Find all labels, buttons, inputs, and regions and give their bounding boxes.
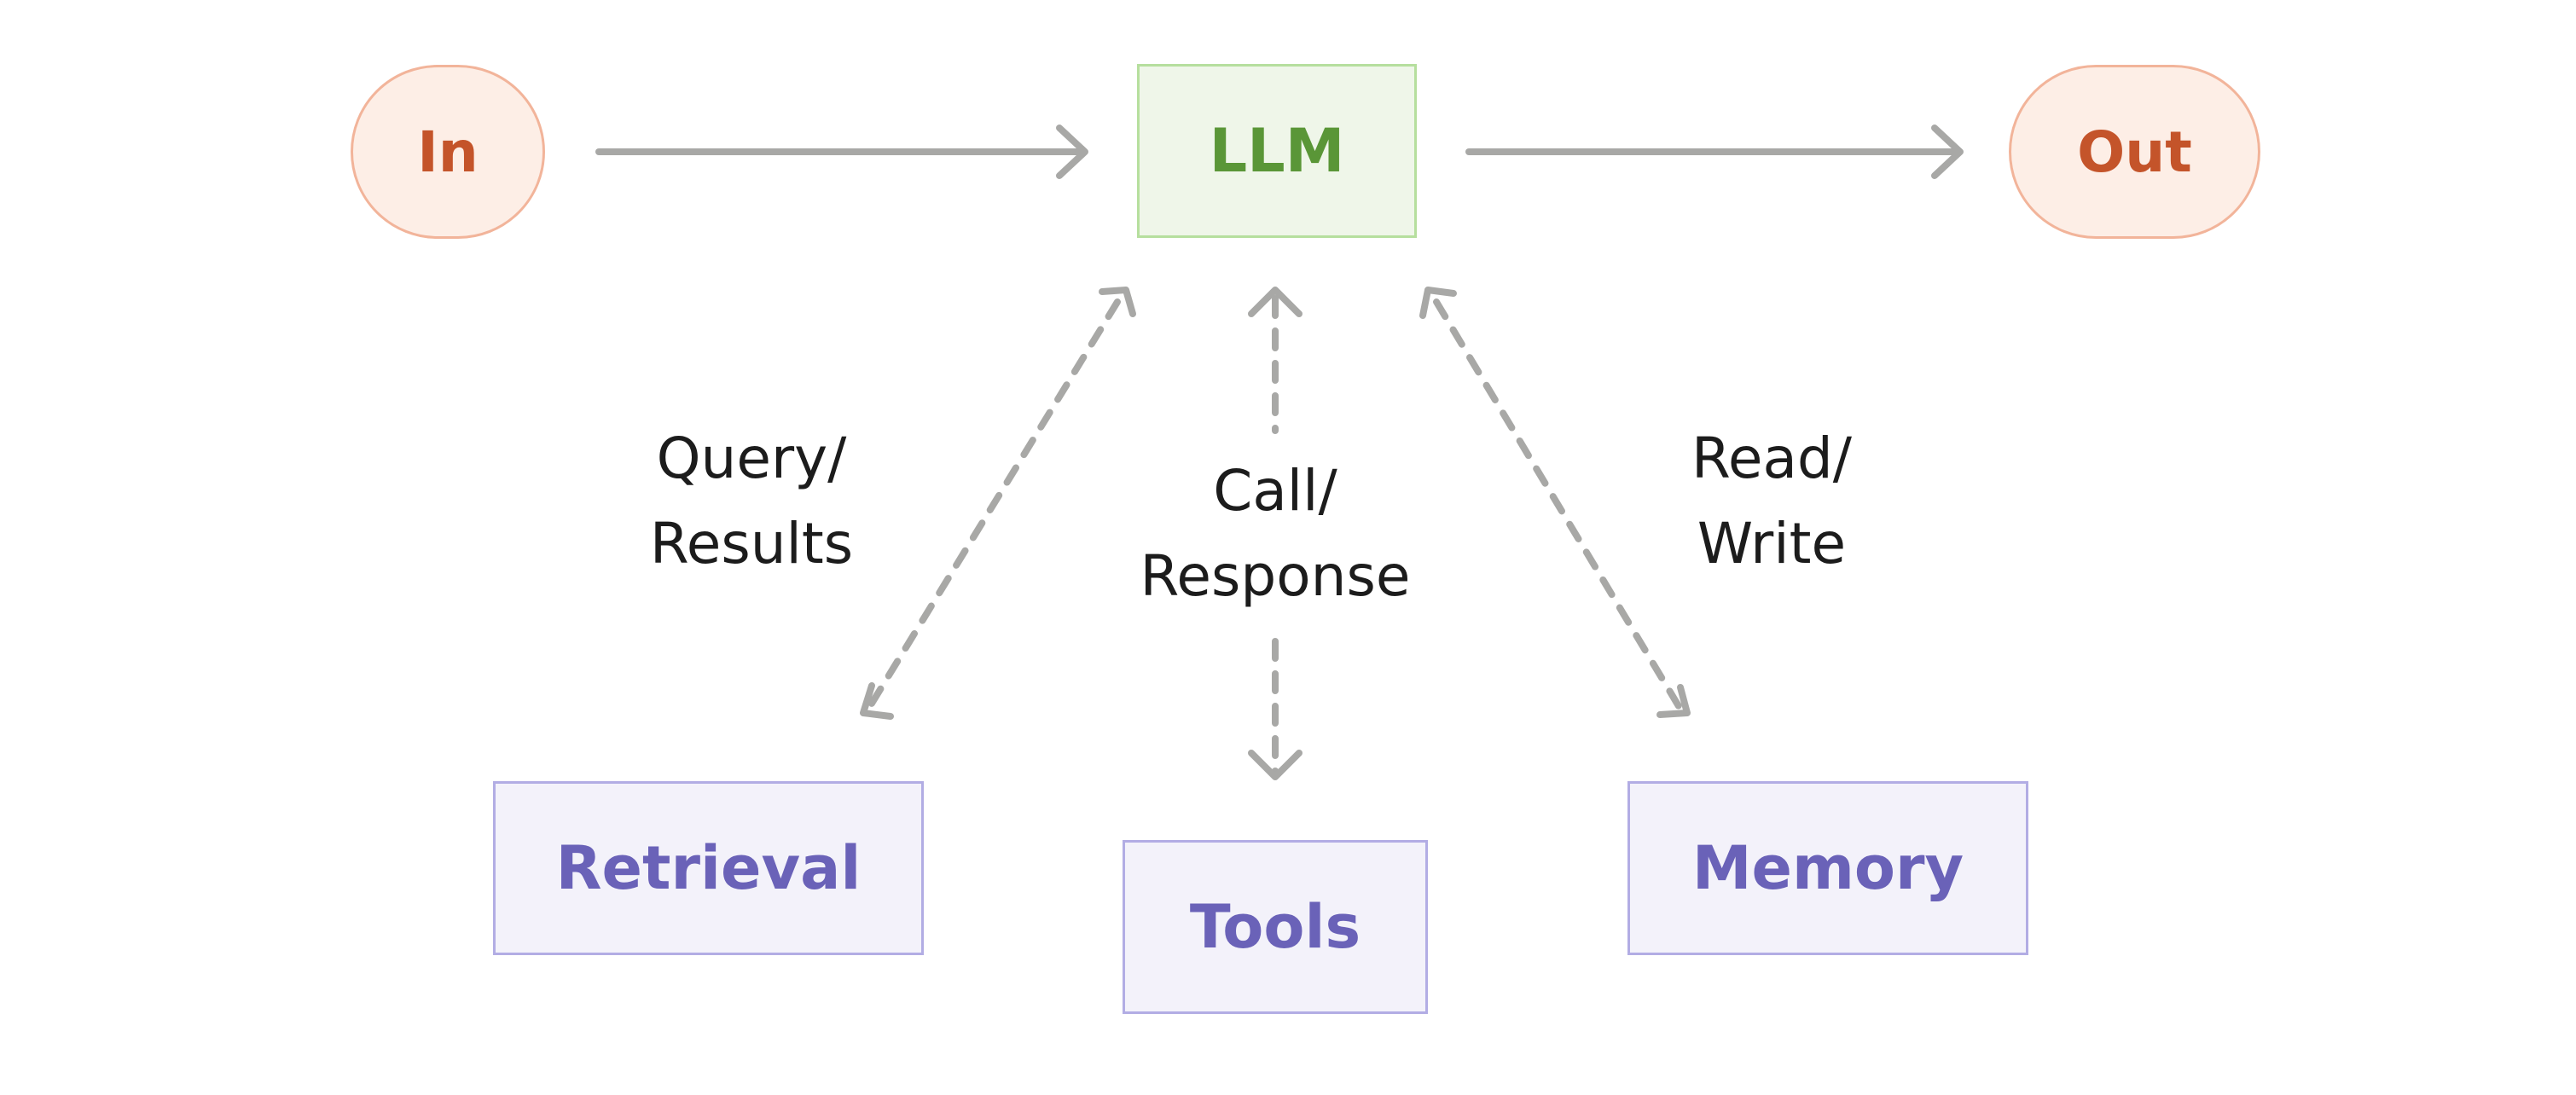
llm-node: LLM — [1137, 64, 1417, 238]
input-node-label: In — [417, 119, 479, 185]
edge-label-tools: Call/ Response — [1096, 449, 1454, 619]
arrow-llm-retrieval — [860, 287, 1136, 720]
llm-node-label: LLM — [1209, 116, 1345, 186]
memory-node: Memory — [1627, 781, 2028, 955]
arrow-in-to-llm — [595, 125, 1088, 179]
output-node: Out — [2009, 65, 2260, 239]
edge-label-tools-line1: Call/ — [1213, 458, 1337, 524]
retrieval-node-label: Retrieval — [555, 833, 862, 903]
edge-label-retrieval: Query/ Results — [572, 416, 931, 587]
retrieval-node: Retrieval — [493, 781, 924, 955]
edge-label-memory-line1: Read/ — [1691, 426, 1853, 491]
arrow-llm-memory — [1419, 287, 1691, 718]
edge-label-retrieval-line1: Query/ — [656, 426, 847, 491]
arrow-llm-to-out — [1465, 125, 1964, 179]
tools-node-label: Tools — [1189, 892, 1361, 962]
edge-label-tools-line2: Response — [1140, 543, 1411, 609]
edge-label-memory: Read/ Write — [1593, 416, 1951, 587]
memory-node-label: Memory — [1691, 833, 1964, 903]
input-node: In — [351, 65, 545, 239]
edge-label-memory-line2: Write — [1697, 511, 1847, 576]
edge-label-retrieval-line2: Results — [649, 511, 854, 576]
arrow-llm-tools — [1248, 287, 1303, 780]
output-node-label: Out — [2077, 119, 2192, 185]
tools-node: Tools — [1123, 840, 1428, 1014]
